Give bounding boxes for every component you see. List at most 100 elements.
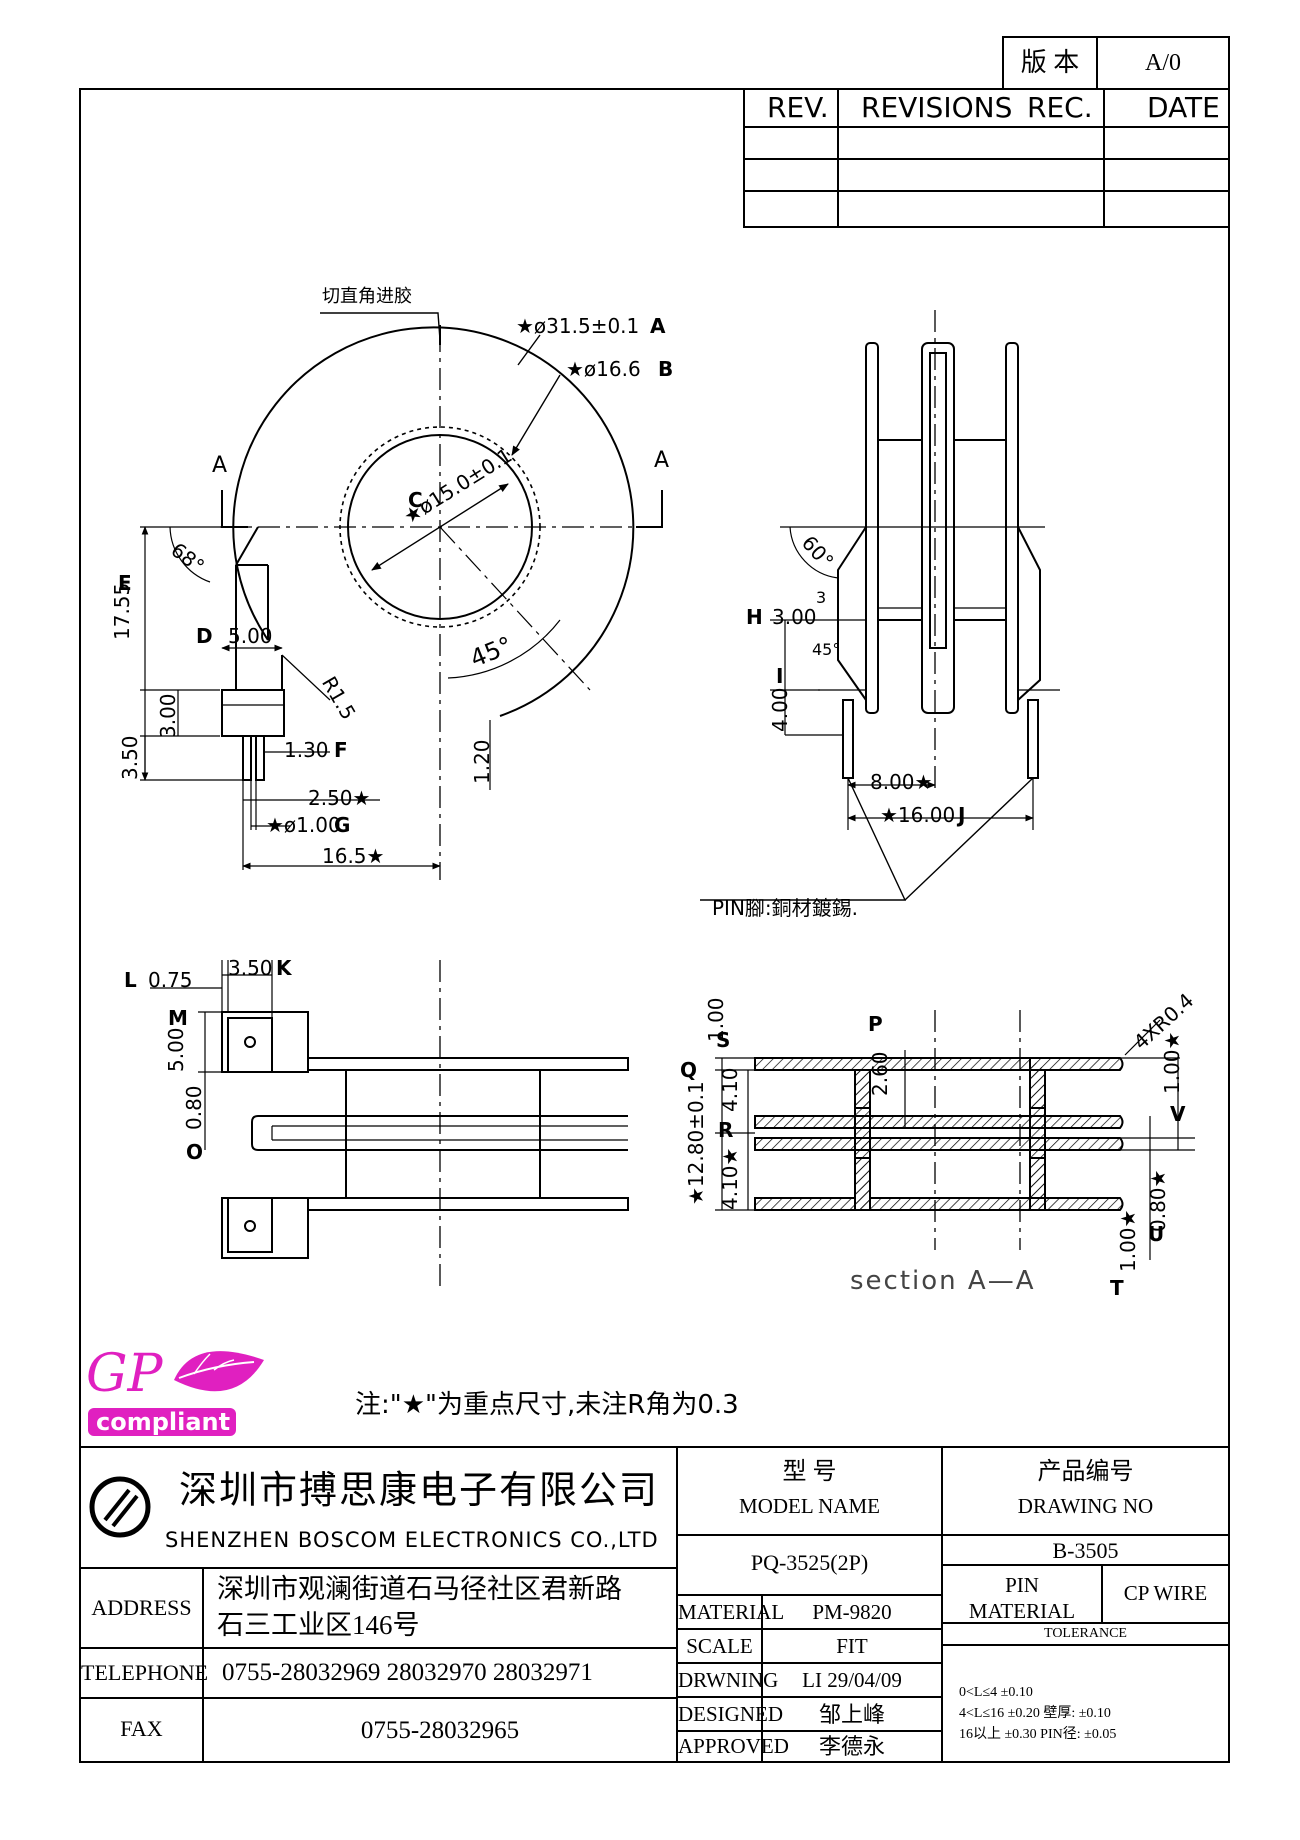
gp-compliant-logo: GP compliant	[84, 1340, 274, 1440]
dim-e-tag: E	[118, 571, 132, 595]
dim-g-label: ★ø1.00	[266, 813, 341, 837]
drawing-label-en: DRAWING NO	[1017, 1494, 1154, 1518]
approved-label: APPROVED	[678, 1734, 789, 1758]
dim-k-tag: K	[276, 956, 292, 980]
company-name-cn: 深圳市搏思康电子有限公司	[179, 1470, 660, 1512]
designed-label: DESIGNED	[678, 1702, 783, 1726]
address-label: ADDRESS	[91, 1595, 192, 1620]
dim-250: 2.50★	[308, 786, 371, 810]
dim-a-label: ★ø31.5±0.1	[516, 314, 640, 338]
scale-value: FIT	[836, 1634, 868, 1658]
title-block: 深圳市搏思康电子有限公司 SHENZHEN BOSCOM ELECTRONICS…	[79, 1446, 1230, 1763]
dim-260: 2.60	[868, 1051, 892, 1096]
dim-v-tag: V	[1170, 1102, 1186, 1126]
dim-410a: 4.10	[718, 1067, 742, 1112]
gate-note: 切直角进胶	[322, 286, 412, 307]
tolerance-line3: 16以上 ±0.30 PIN径: ±0.05	[959, 1727, 1117, 1742]
model-label-en: MODEL NAME	[739, 1494, 880, 1518]
model-label-cn: 型 号	[782, 1459, 837, 1485]
telephone-value: 0755-28032969 28032970 28032971	[222, 1659, 593, 1686]
company-logo-icon	[89, 1476, 151, 1538]
dim-120: 1.20	[470, 739, 494, 784]
dim-j-label: ★16.00	[880, 803, 956, 827]
rec-header: REC.	[1027, 91, 1093, 124]
dim-t-tag: T	[1110, 1276, 1124, 1300]
approved-value: 李德永	[818, 1734, 885, 1759]
top-view	[140, 312, 663, 880]
date-header: DATE	[1147, 91, 1220, 124]
drawing-label-cn: 产品编号	[1037, 1459, 1134, 1485]
drawing-value: B-3505	[1052, 1538, 1119, 1563]
revision-value: A/0	[1145, 50, 1181, 76]
fax-value: 0755-28032965	[360, 1717, 520, 1744]
address-line1: 深圳市观澜街道石马径社区君新路	[217, 1574, 622, 1604]
dim-b-tag: B	[658, 357, 674, 381]
telephone-label: TELEPHONE	[81, 1660, 209, 1685]
dim-k-label: 3.50	[228, 956, 273, 980]
dim-a-tag: A	[650, 314, 666, 338]
dim-300: 3.00	[156, 693, 180, 738]
dim-p-tag: P	[868, 1012, 883, 1036]
dim-1280: ★12.80±0.1	[684, 1081, 708, 1205]
dim-d-label: 5.00	[228, 624, 273, 648]
tolerance-line2: 4<L≤16 ±0.20 壁厚: ±0.10	[959, 1706, 1111, 1721]
dim-d-tag: D	[196, 624, 213, 648]
revisions-header: REVISIONS	[861, 91, 1013, 124]
dim-800: 8.00★	[870, 770, 933, 794]
section-view	[715, 1010, 1195, 1260]
dim-350: 3.50	[118, 735, 142, 780]
dim-410b: 4.10★	[718, 1147, 742, 1210]
dim-q-tag: Q	[680, 1058, 698, 1082]
side-view	[700, 310, 1060, 901]
company-name-en: SHENZHEN BOSCOM ELECTRONICS CO.,LTD	[165, 1528, 659, 1552]
bottom-view	[150, 960, 629, 1290]
leaf-icon	[88, 1351, 264, 1436]
dim-500: 5.00	[164, 1027, 188, 1072]
angle-45b: 45°	[812, 640, 841, 659]
model-value: PQ-3525(2P)	[750, 1550, 869, 1575]
dim-i-tag: I	[776, 664, 784, 688]
dim-o-tag: O	[186, 1140, 204, 1164]
section-label: section A—A	[850, 1266, 1036, 1296]
material-value: PM-9820	[812, 1600, 892, 1624]
fax-label: FAX	[120, 1716, 163, 1741]
dim-100b: 1.00★	[1116, 1209, 1140, 1272]
revision-label: 版 本	[1020, 48, 1080, 77]
designed-value: 邹上峰	[818, 1702, 885, 1727]
dim-g-tag: G	[334, 813, 351, 837]
inner-circle	[347, 434, 533, 620]
material-label: MATERIAL	[678, 1600, 785, 1624]
tolerance-line1: 0<L≤4 ±0.10	[959, 1685, 1033, 1700]
dim-l-tag: L	[124, 968, 137, 992]
section-mark-left: A	[212, 453, 228, 478]
dim-h-tag: H	[746, 605, 763, 629]
dim-f-tag: F	[334, 738, 348, 762]
dim-100a: 1.00★	[1160, 1031, 1184, 1094]
gp-text: GP	[86, 1344, 163, 1404]
divider	[1096, 38, 1098, 88]
pin-note: PIN腳:銅材鍍錫.	[712, 896, 859, 920]
dim-m-tag: M	[168, 1006, 188, 1030]
address-line2: 石三工业区146号	[217, 1610, 420, 1640]
dim-3: 3	[816, 588, 827, 607]
pin-material-value: CP WIRE	[1123, 1581, 1208, 1605]
tolerance-label: TOLERANCE	[1044, 1626, 1127, 1641]
dim-b-label: ★ø16.6	[566, 357, 641, 381]
dim-j-tag: J	[958, 803, 966, 827]
dim-l-label: 0.75	[148, 968, 193, 992]
section-mark-right: A	[654, 448, 670, 473]
drawn-by-label: DRWNING	[678, 1668, 779, 1692]
revision-table: REV. REVISIONS REC. DATE	[743, 88, 1230, 228]
dim-u-tag: U	[1148, 1222, 1165, 1246]
compliant-text: compliant	[96, 1408, 231, 1436]
dim-400: 4.00	[768, 687, 792, 732]
dim-s-tag: S	[716, 1028, 731, 1052]
dim-080: 0.80	[182, 1085, 206, 1130]
scale-label: SCALE	[686, 1634, 753, 1658]
outer-circle	[232, 326, 635, 717]
dim-165: 16.5★	[322, 844, 385, 868]
dimension-note: 注:"★"为重点尺寸,未注R角为0.3	[355, 1390, 739, 1420]
technical-drawing	[140, 310, 1195, 1290]
dim-f-label: 1.30	[284, 738, 329, 762]
pin-material-label: PIN MATERIAL	[968, 1573, 1076, 1624]
